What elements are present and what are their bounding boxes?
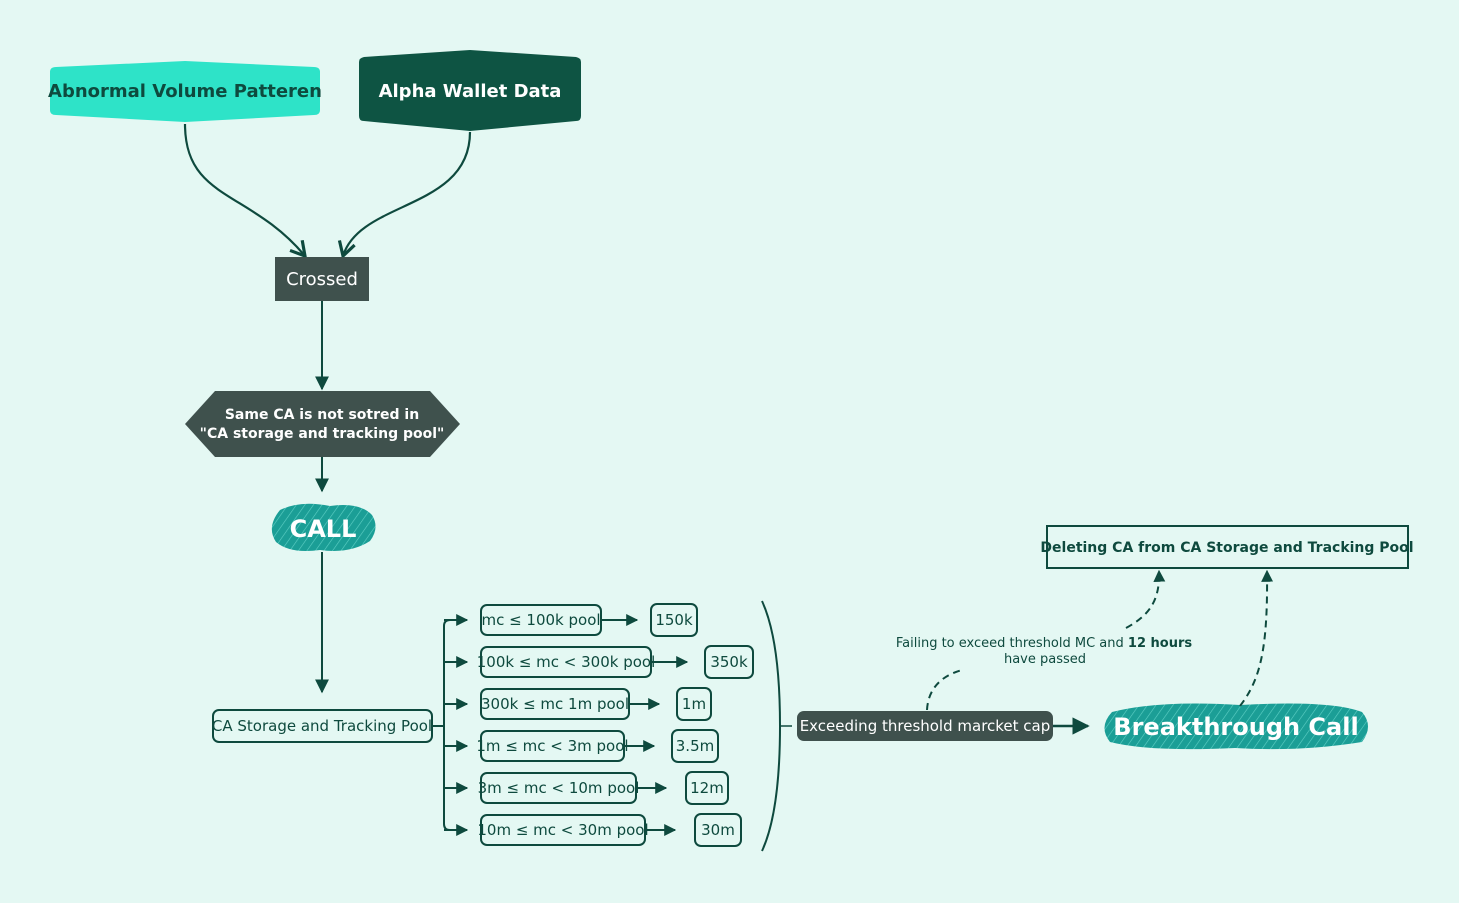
threshold-label: 12m bbox=[690, 779, 724, 797]
exceeding-threshold-label: Exceeding threshold marcket cap bbox=[800, 717, 1051, 735]
connector-abnormal-to-crossed bbox=[183, 123, 308, 259]
abnormal-volume-node[interactable]: Abnormal Volume Patteren bbox=[48, 61, 322, 122]
threshold-box[interactable] bbox=[671, 729, 719, 763]
crossed-node[interactable]: Crossed bbox=[275, 257, 369, 301]
threshold-box[interactable] bbox=[704, 645, 754, 679]
pool-label: 1m ≤ mc < 3m pool bbox=[476, 737, 628, 755]
alpha-wallet-node[interactable]: Alpha Wallet Data bbox=[359, 50, 581, 131]
pool-row: 10m ≤ mc < 30m pool 30m bbox=[444, 813, 742, 847]
deleting-ca-node[interactable]: Deleting CA from CA Storage and Tracking… bbox=[1040, 525, 1414, 569]
threshold-box[interactable] bbox=[694, 813, 742, 847]
threshold-box[interactable] bbox=[685, 771, 729, 805]
storage-pool-node[interactable]: CA Storage and Tracking Pool bbox=[212, 709, 433, 743]
condition-line-2: "CA storage and tracking pool" bbox=[200, 426, 445, 442]
threshold-label: 350k bbox=[710, 653, 748, 671]
pool-row: 300k ≤ mc 1m pool 1m bbox=[444, 687, 712, 721]
breakthrough-call-node[interactable]: Breakthrough Call bbox=[1104, 703, 1368, 750]
pool-label: 3m ≤ mc < 10m pool bbox=[478, 779, 640, 797]
abnormal-volume-label: Abnormal Volume Patteren bbox=[48, 81, 322, 102]
threshold-label: 30m bbox=[701, 821, 735, 839]
crossed-label: Crossed bbox=[286, 269, 358, 290]
storage-pool-label: CA Storage and Tracking Pool bbox=[212, 717, 432, 735]
dashed-failing-to-deleting bbox=[1125, 569, 1166, 629]
svg-text:Failing to exceed threshold MC: Failing to exceed threshold MC and 12 ho… bbox=[896, 636, 1193, 651]
exceeding-threshold-node[interactable]: Exceeding threshold marcket cap bbox=[797, 711, 1053, 741]
pool-label: 300k ≤ mc 1m pool bbox=[481, 695, 629, 713]
deleting-ca-label: Deleting CA from CA Storage and Tracking… bbox=[1040, 540, 1413, 556]
call-label: CALL bbox=[290, 515, 357, 543]
pool-bracket bbox=[432, 619, 460, 831]
threshold-box[interactable] bbox=[650, 603, 698, 637]
threshold-label: 3.5m bbox=[676, 737, 714, 755]
failing-condition-label: Failing to exceed threshold MC and 12 ho… bbox=[896, 636, 1193, 667]
pool-row: 100k ≤ mc < 300k pool 350k bbox=[444, 645, 754, 679]
condition-line-1: Same CA is not sotred in bbox=[225, 407, 419, 423]
pool-label: mc ≤ 100k pool bbox=[481, 611, 600, 629]
condition-node[interactable]: Same CA is not sotred in "CA storage and… bbox=[185, 391, 460, 457]
pool-row: 3m ≤ mc < 10m pool 12m bbox=[444, 771, 729, 805]
bracket-right bbox=[761, 600, 782, 852]
failing-label-line-2: have passed bbox=[1004, 652, 1086, 667]
dashed-exceeding-to-failing bbox=[926, 669, 963, 711]
pool-label: 10m ≤ mc < 30m pool bbox=[477, 821, 648, 839]
pool-row: 1m ≤ mc < 3m pool 3.5m bbox=[444, 729, 719, 763]
alpha-wallet-label: Alpha Wallet Data bbox=[379, 81, 562, 102]
pool-row: mc ≤ 100k pool 150k bbox=[444, 603, 698, 637]
connector-alpha-to-crossed bbox=[337, 131, 472, 260]
failing-label-bold: 12 hours bbox=[1128, 636, 1192, 651]
threshold-box[interactable] bbox=[676, 687, 712, 721]
pool-rows: mc ≤ 100k pool 150k 100k ≤ mc < 300k pool 3… bbox=[444, 603, 754, 847]
call-node[interactable]: CALL bbox=[271, 503, 376, 551]
pool-label: 100k ≤ mc < 300k pool bbox=[477, 653, 656, 671]
dashed-breakthrough-to-deleting bbox=[1239, 569, 1274, 707]
threshold-label: 1m bbox=[682, 695, 706, 713]
threshold-label: 150k bbox=[655, 611, 693, 629]
breakthrough-call-label: Breakthrough Call bbox=[1113, 713, 1358, 741]
failing-label-prefix: Failing to exceed threshold MC and bbox=[896, 636, 1128, 651]
